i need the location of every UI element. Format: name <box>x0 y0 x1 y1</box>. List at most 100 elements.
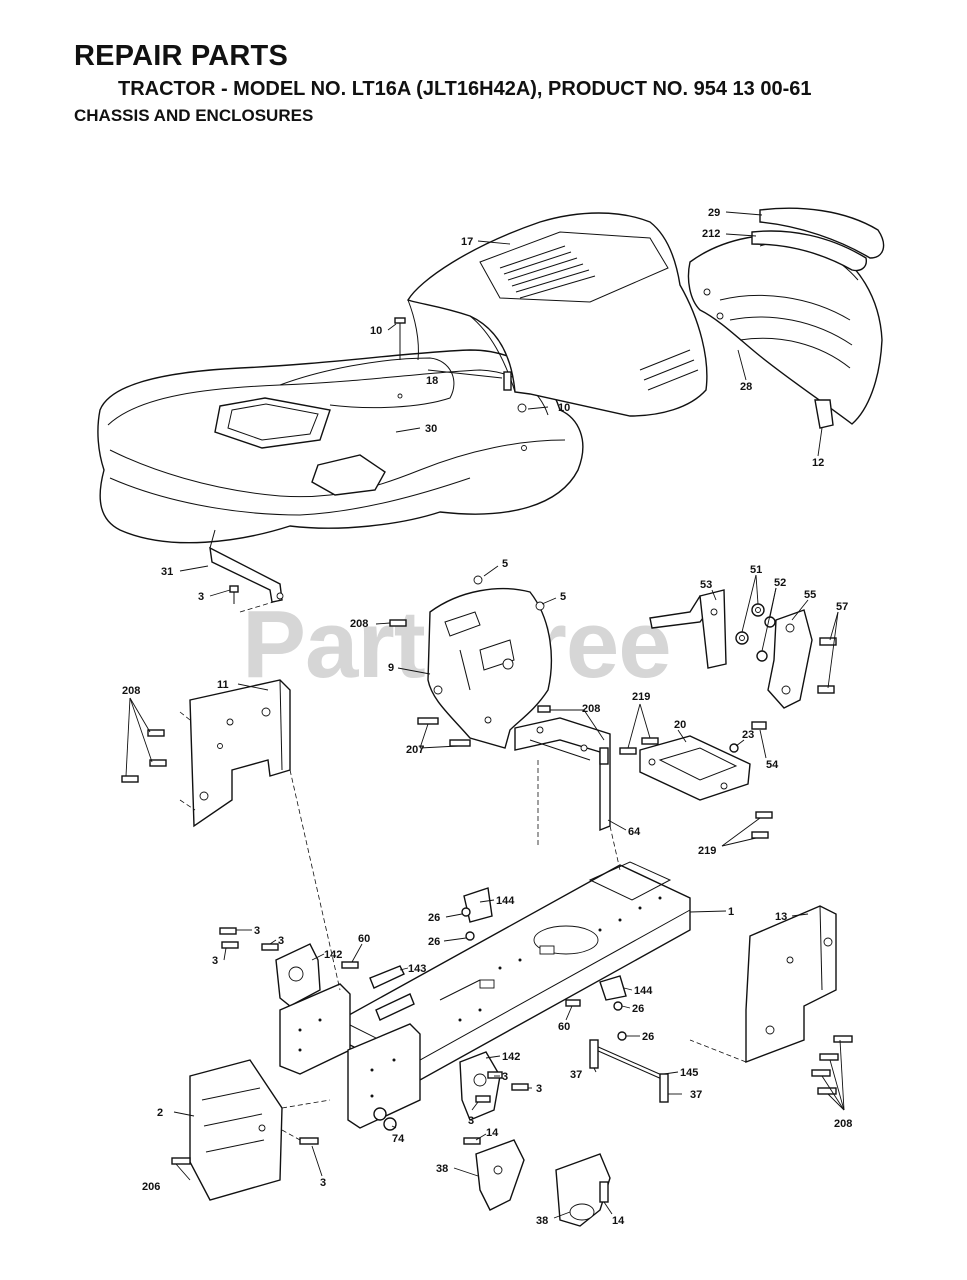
callout-74: 74 <box>392 1133 405 1145</box>
rod-part-145 <box>595 1045 665 1081</box>
bolt-part-37 <box>589 1039 669 1103</box>
callout-10-lower: 10 <box>558 402 570 414</box>
bolt-part-208-left <box>121 729 167 783</box>
grille-trim-part-212 <box>751 230 867 272</box>
washer-part-52 <box>756 616 776 662</box>
dash-panel-part-9 <box>427 575 553 749</box>
bolt-part-3-front <box>299 1137 319 1145</box>
lever-bracket-part-55 <box>767 609 813 709</box>
bolt-part-10 <box>394 317 406 360</box>
callout-5-left: 5 <box>502 558 508 570</box>
callout-37-right: 37 <box>690 1089 702 1101</box>
callout-208-right: 208 <box>834 1118 852 1130</box>
section-title: CHASSIS AND ENCLOSURES <box>74 106 314 125</box>
bracket-part-143 <box>369 965 415 1021</box>
bolt-part-60 <box>341 961 581 1007</box>
callout-3-seat: 3 <box>198 591 204 603</box>
callout-207: 207 <box>406 744 424 756</box>
callout-2: 2 <box>157 1107 163 1119</box>
callout-14-right: 14 <box>612 1215 625 1227</box>
callout-143: 143 <box>408 963 426 975</box>
callout-208-dash: 208 <box>350 618 368 630</box>
callout-3-b: 3 <box>278 935 284 947</box>
callout-52: 52 <box>774 577 786 589</box>
callout-3-a: 3 <box>254 925 260 937</box>
callout-53: 53 <box>700 579 712 591</box>
callout-144-upper: 144 <box>496 895 515 907</box>
leader-lines <box>125 211 845 1219</box>
callout-219-lower: 219 <box>698 845 716 857</box>
grille-top-part-29 <box>759 207 885 259</box>
side-panel-part-13 <box>745 905 837 1064</box>
bolt-part-206 <box>171 1157 191 1165</box>
callout-60-upper: 60 <box>358 933 370 945</box>
axle-bracket-part-142-lower <box>459 1051 501 1121</box>
callout-54: 54 <box>766 759 779 771</box>
callout-5-right: 5 <box>560 591 566 603</box>
assembly-lines <box>179 599 747 1141</box>
bolt-part-57 <box>817 637 837 694</box>
callout-51: 51 <box>750 564 762 576</box>
callout-38-right: 38 <box>536 1215 548 1227</box>
page-title: REPAIR PARTS <box>74 40 289 72</box>
callout-23: 23 <box>742 729 754 741</box>
callout-1: 1 <box>728 906 734 918</box>
callout-3-e: 3 <box>536 1083 542 1095</box>
callout-3-c: 3 <box>212 955 218 967</box>
nut-part-74 <box>373 1107 397 1131</box>
callout-3-d: 3 <box>502 1071 508 1083</box>
hood-part-17 <box>406 212 708 417</box>
callout-212: 212 <box>702 228 720 240</box>
callout-37-left: 37 <box>570 1069 582 1081</box>
callout-14-left: 14 <box>486 1127 499 1139</box>
bracket-part-144 <box>463 887 627 1001</box>
bolt-part-3-lower <box>475 1071 529 1103</box>
callout-144-lower: 144 <box>634 985 653 997</box>
callout-206: 206 <box>142 1181 160 1193</box>
callout-208-left: 208 <box>122 685 140 697</box>
callout-26-c: 26 <box>632 1003 644 1015</box>
bracket-part-38-right <box>555 1153 611 1227</box>
callout-55: 55 <box>804 589 816 601</box>
callout-60-lower: 60 <box>558 1021 570 1033</box>
callout-145: 145 <box>680 1067 698 1079</box>
bolt-part-3-upper <box>229 585 239 604</box>
nut-part-51 <box>735 603 765 645</box>
bolt-part-3-left <box>219 927 279 951</box>
side-panel-part-11 <box>189 679 291 828</box>
callout-29: 29 <box>708 207 720 219</box>
callout-30: 30 <box>425 423 437 435</box>
callout-11: 11 <box>217 679 229 691</box>
callout-18: 18 <box>426 375 438 387</box>
callout-142-upper: 142 <box>324 949 342 961</box>
bracket-part-12 <box>814 399 834 429</box>
bracket-part-64 <box>514 705 611 832</box>
bolt-part-54 <box>751 721 767 730</box>
callout-26-a: 26 <box>428 912 440 924</box>
hood-vent-grille <box>499 245 596 299</box>
callout-20: 20 <box>674 719 686 731</box>
fender-part-30 <box>97 349 584 544</box>
callout-10-upper: 10 <box>370 325 382 337</box>
callout-64: 64 <box>628 826 641 838</box>
callout-12: 12 <box>812 457 824 469</box>
callout-13: 13 <box>775 911 787 923</box>
axle-bracket-part-142 <box>275 943 321 1007</box>
bolt-part-208-right <box>811 1035 853 1095</box>
callout-57: 57 <box>836 601 848 613</box>
bracket-part-38-left <box>475 1139 525 1211</box>
callout-142-lower: 142 <box>502 1051 520 1063</box>
front-bracket-part-2 <box>189 1059 283 1201</box>
model-subtitle: TRACTOR - MODEL NO. LT16A (JLT16H42A), P… <box>118 78 812 100</box>
callout-31: 31 <box>161 566 173 578</box>
callout-3-front: 3 <box>320 1177 326 1189</box>
callout-219-upper: 219 <box>632 691 650 703</box>
callout-28: 28 <box>740 381 752 393</box>
part-callouts: 29 212 17 10 18 10 30 28 12 31 3 5 5 208… <box>122 207 852 1227</box>
clip-part-10 <box>517 403 527 413</box>
callout-38-left: 38 <box>436 1163 448 1175</box>
callout-3-f: 3 <box>468 1115 474 1127</box>
callout-208-center: 208 <box>582 703 600 715</box>
bracket-part-53 <box>649 589 727 669</box>
